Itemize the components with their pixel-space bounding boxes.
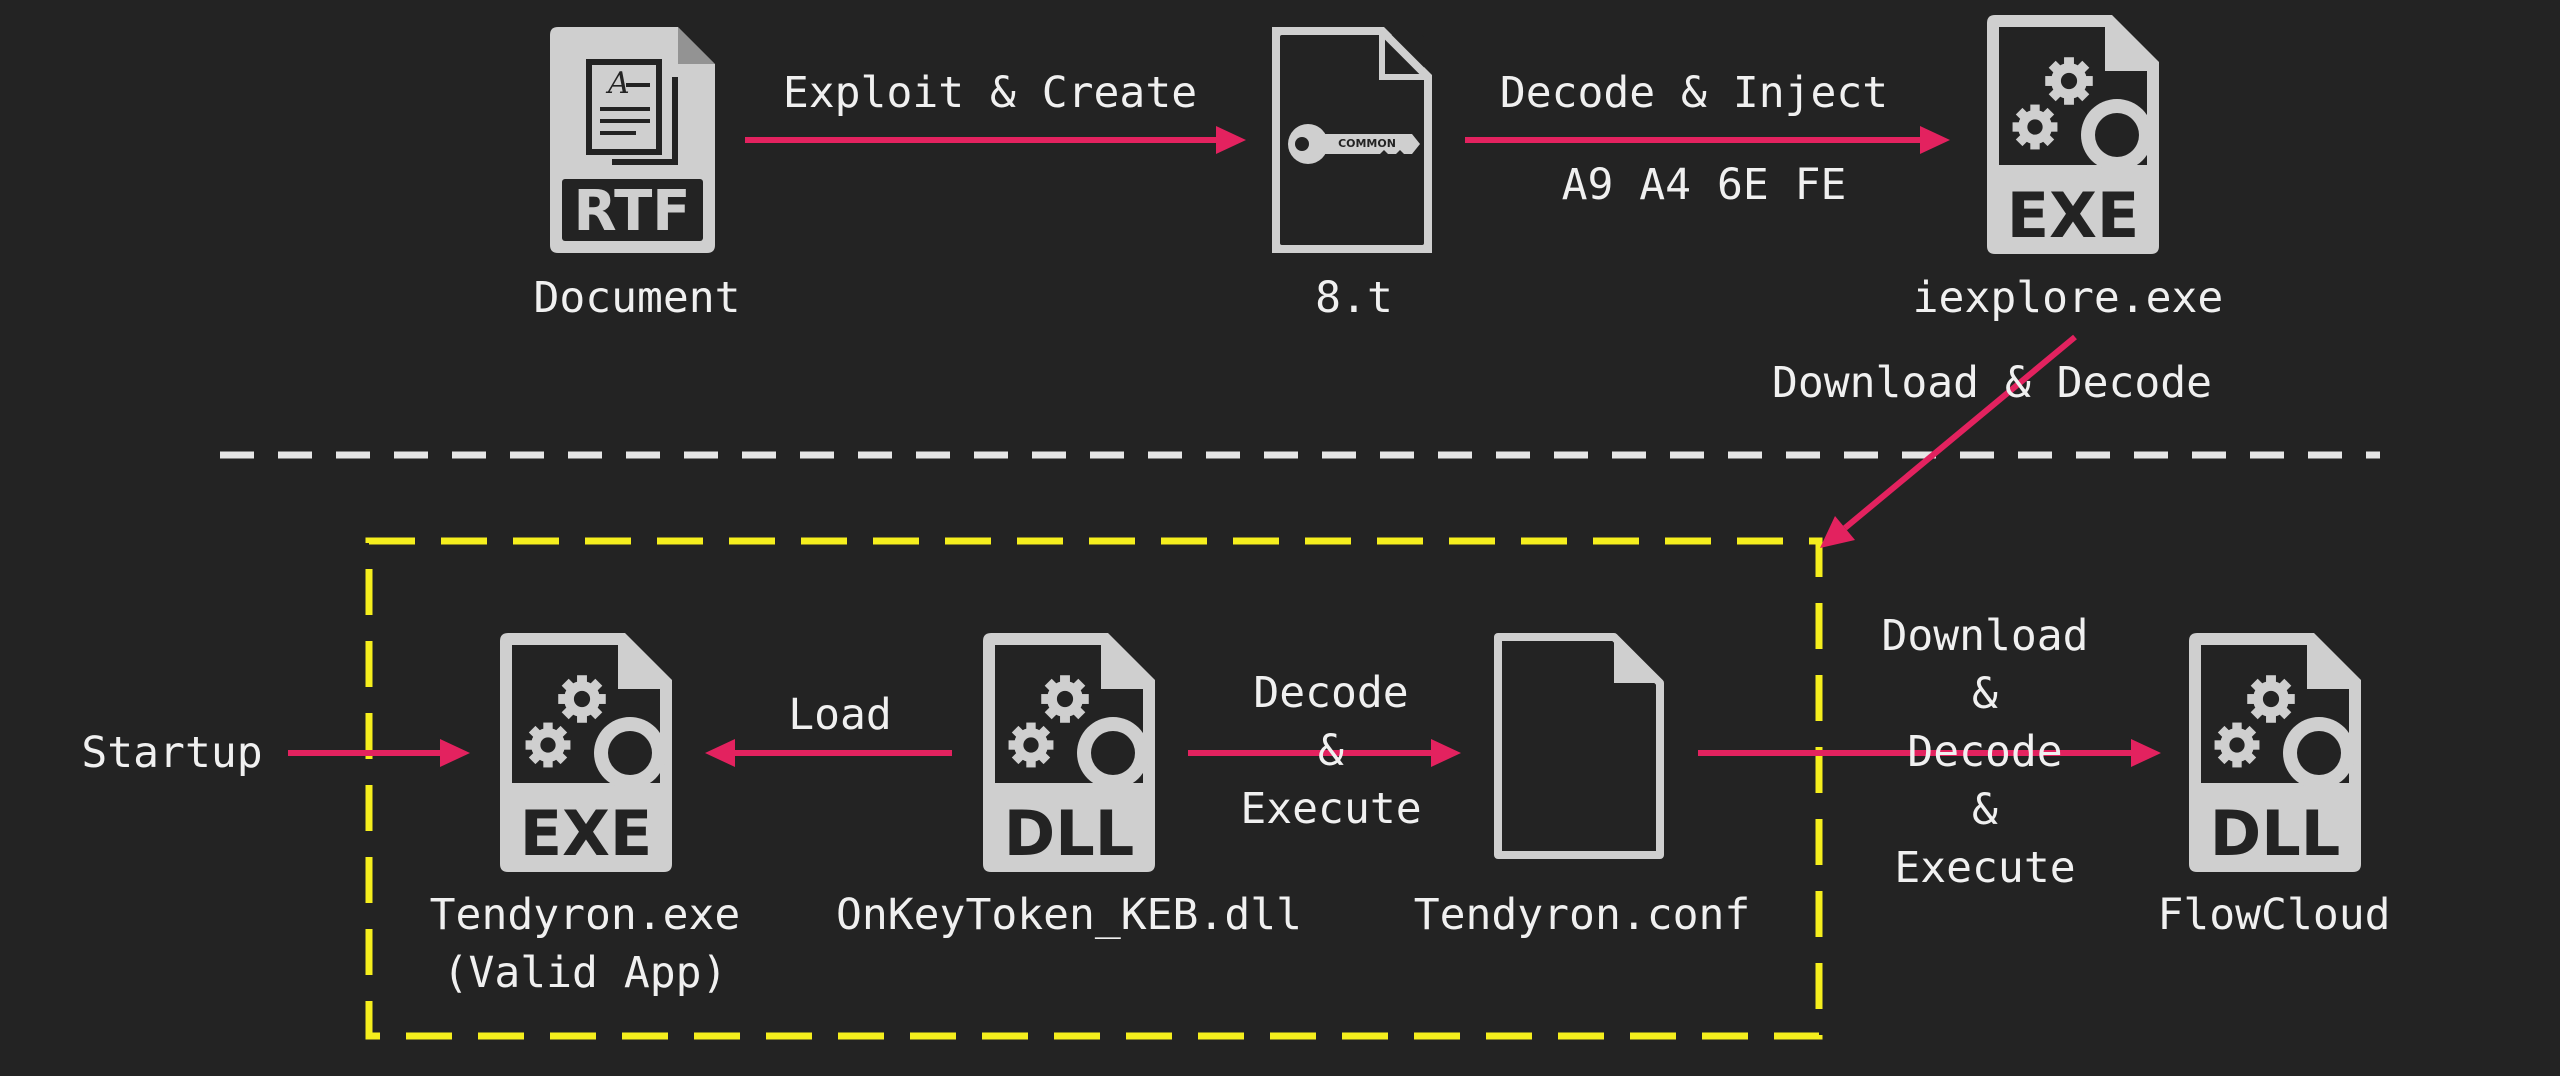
dll-file-icon: DLL	[983, 633, 1155, 872]
file-type-badge: EXE	[2007, 179, 2140, 252]
arrow-download-decode	[1820, 334, 2077, 548]
arrow-decode-execute	[1188, 739, 1461, 767]
file-type-badge: DLL	[1004, 797, 1134, 870]
file-type-badge: EXE	[520, 797, 653, 870]
arrow-startup	[288, 739, 470, 767]
exe-file-icon: EXE	[500, 633, 672, 872]
label-tendyron-conf: Tendyron.conf	[1413, 890, 1751, 940]
edge-label-line: Execute	[1240, 784, 1422, 834]
edge-label-line: &	[1972, 669, 1998, 719]
edge-label-startup: Startup	[81, 728, 263, 778]
label-flowcloud: FlowCloud	[2157, 890, 2391, 940]
svg-text:A: A	[605, 66, 630, 101]
label-8t: 8.t	[1315, 273, 1393, 323]
gear-icon	[2012, 57, 2153, 171]
gear-icon	[1008, 675, 1149, 789]
label-onkeytoken: OnKeyToken_KEB.dll	[836, 890, 1302, 940]
edge-label-download-decode: Download & Decode	[1771, 358, 2213, 408]
edge-label-load: Load	[788, 690, 892, 740]
arrow-download-decode-execute	[1698, 739, 2161, 767]
label-tendyron-exe-sub: (Valid App)	[442, 948, 728, 998]
edge-label-line: Decode	[1907, 727, 2063, 777]
edge-label-line: Decode	[1253, 668, 1409, 718]
dll-sideloading-boundary	[365, 537, 1823, 1040]
rtf-badge: RTF	[573, 179, 690, 244]
file-type-badge: DLL	[2210, 797, 2340, 870]
edge-label-line: &	[1972, 785, 1998, 835]
label-document: Document	[533, 273, 741, 323]
key-text: COMMON	[1338, 137, 1396, 150]
edge-label-download-decode-execute: Download & Decode & Execute	[1881, 607, 2088, 897]
edge-label-exploit-create: Exploit & Create	[782, 68, 1198, 118]
exe-file-icon: EXE	[1987, 15, 2159, 254]
label-iexplore: iexplore.exe	[1912, 273, 2224, 323]
key-file-icon: COMMON	[1272, 27, 1432, 253]
edge-label-line: &	[1318, 726, 1344, 776]
dll-file-icon: DLL	[2189, 633, 2361, 872]
gear-icon	[2214, 675, 2355, 789]
edge-label-line: Execute	[1894, 843, 2076, 893]
label-tendyron-exe: Tendyron.exe	[429, 890, 741, 940]
gear-icon	[525, 675, 666, 789]
rtf-document-icon: RTF A	[550, 27, 715, 253]
arrow-decode-inject	[1465, 126, 1950, 154]
arrow-load	[705, 739, 952, 767]
blank-file-icon	[1494, 633, 1664, 859]
arrow-exploit-create	[745, 126, 1246, 154]
edge-label-decode-key: A9 A4 6E FE	[1561, 160, 1847, 210]
edge-label-decode-inject: Decode & Inject	[1499, 68, 1889, 118]
edge-label-decode-execute: Decode & Execute	[1240, 664, 1421, 838]
edge-label-line: Download	[1881, 611, 2089, 661]
